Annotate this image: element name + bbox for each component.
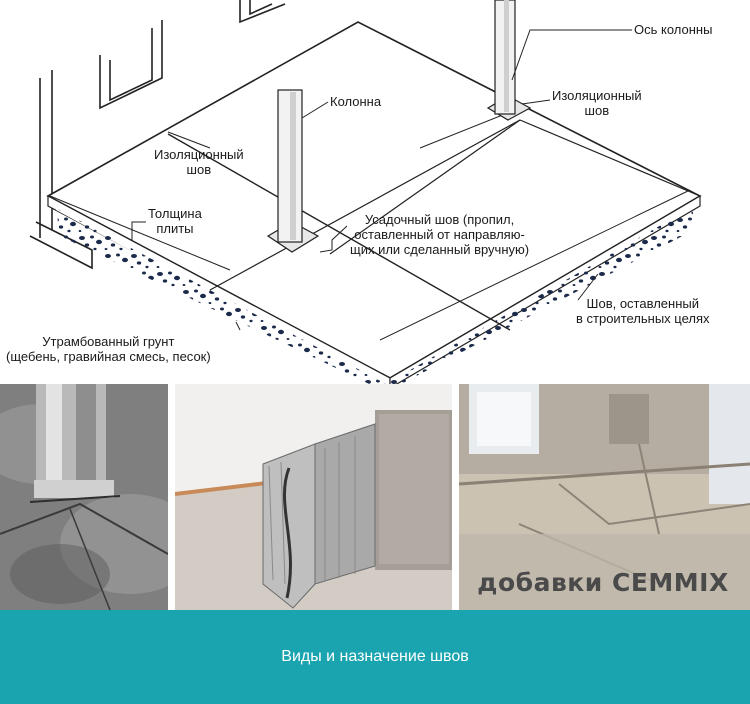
label-isolation-joint-right: Изоляционный шов	[552, 88, 642, 118]
slab-illustration	[29, 0, 702, 384]
column-front	[266, 89, 320, 253]
photo-room-seams	[459, 384, 750, 610]
caption-bar: Виды и назначение швов	[0, 610, 750, 704]
leader-lines	[131, 29, 632, 331]
label-construction-joint: Шов, оставленный в строительных целях	[576, 296, 710, 326]
label-compacted-ground: Утрамбованный грунт (щебень, гравийная с…	[6, 334, 211, 364]
wall-structure	[29, 0, 286, 270]
label-column-axis: Ось колонны	[634, 22, 713, 37]
caption-text: Виды и назначение швов	[281, 648, 469, 665]
joint-diagram: Ось колонны Изоляционный шов Колонна Изо…	[6, 0, 713, 384]
photo-joint-profile	[175, 384, 452, 610]
photo-strip: добавки CEMMIX	[0, 384, 750, 610]
slab-surface	[46, 21, 702, 384]
watermark-text: добавки CEMMIX	[477, 568, 729, 597]
photo-column-joint	[0, 384, 168, 610]
label-slab-thickness: Толщина плиты	[148, 206, 202, 236]
label-isolation-joint-left: Изоляционный шов	[154, 147, 244, 177]
label-shrinkage-joint: Усадочный шов (пропил, оставленный от на…	[350, 212, 530, 257]
label-column: Колонна	[330, 94, 382, 109]
column-back	[486, 0, 532, 121]
